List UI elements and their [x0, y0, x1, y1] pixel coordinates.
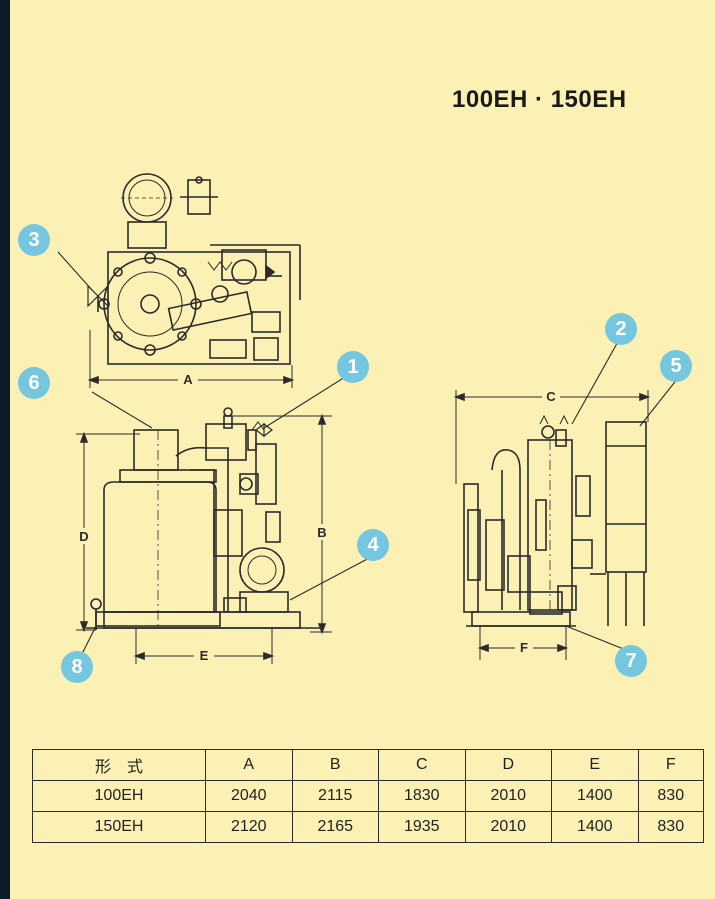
callout-7: 7 [615, 645, 647, 677]
dim-label-e: E [200, 648, 209, 663]
table-cell: 830 [637, 811, 704, 843]
callout-4: 4 [357, 529, 389, 561]
table-cell: 2040 [205, 780, 293, 812]
table-cell: 2120 [205, 811, 293, 843]
col-header-e: E [551, 749, 639, 781]
table-cell: 2165 [291, 811, 379, 843]
col-header-d: D [464, 749, 552, 781]
dim-label-d: D [79, 529, 88, 544]
table-cell: 1935 [378, 811, 466, 843]
table-cell: 2115 [291, 780, 379, 812]
callout-5: 5 [660, 350, 692, 382]
col-header-model: 形 式 [32, 749, 206, 781]
dim-label-b: B [317, 525, 326, 540]
spec-sheet-page: 100EH · 150EH [10, 0, 715, 899]
page-title: 100EH · 150EH [452, 86, 627, 113]
callout-6: 6 [18, 367, 50, 399]
spec-table: 形 式 A B C D E F 100EH 2040 2115 1830 201… [32, 749, 704, 843]
table-cell: 1400 [551, 780, 639, 812]
table-cell: 830 [637, 780, 704, 812]
table-cell: 2010 [464, 811, 552, 843]
table-cell: 2010 [464, 780, 552, 812]
table-cell: 1830 [378, 780, 466, 812]
callout-2: 2 [605, 313, 637, 345]
table-cell: 150EH [32, 811, 206, 843]
table-cell: 100EH [32, 780, 206, 812]
table-row: 150EH 2120 2165 1935 2010 1400 830 [32, 811, 704, 843]
callout-1: 1 [337, 351, 369, 383]
dim-label-f: F [520, 640, 528, 655]
callout-3: 3 [18, 224, 50, 256]
callout-8: 8 [61, 651, 93, 683]
leader-lines [57, 251, 679, 655]
col-header-a: A [205, 749, 293, 781]
table-cell: 1400 [551, 811, 639, 843]
dim-label-a: A [183, 372, 193, 387]
dim-label-c: C [546, 389, 556, 404]
boiler-drawing: A [57, 173, 679, 664]
table-header-row: 形 式 A B C D E F [32, 749, 704, 781]
col-header-f: F [637, 749, 704, 781]
col-header-c: C [378, 749, 466, 781]
col-header-b: B [291, 749, 379, 781]
top-view: A [87, 173, 301, 388]
side-view: C F [453, 389, 651, 660]
front-view: D B E [74, 407, 332, 664]
table-row: 100EH 2040 2115 1830 2010 1400 830 [32, 780, 704, 812]
